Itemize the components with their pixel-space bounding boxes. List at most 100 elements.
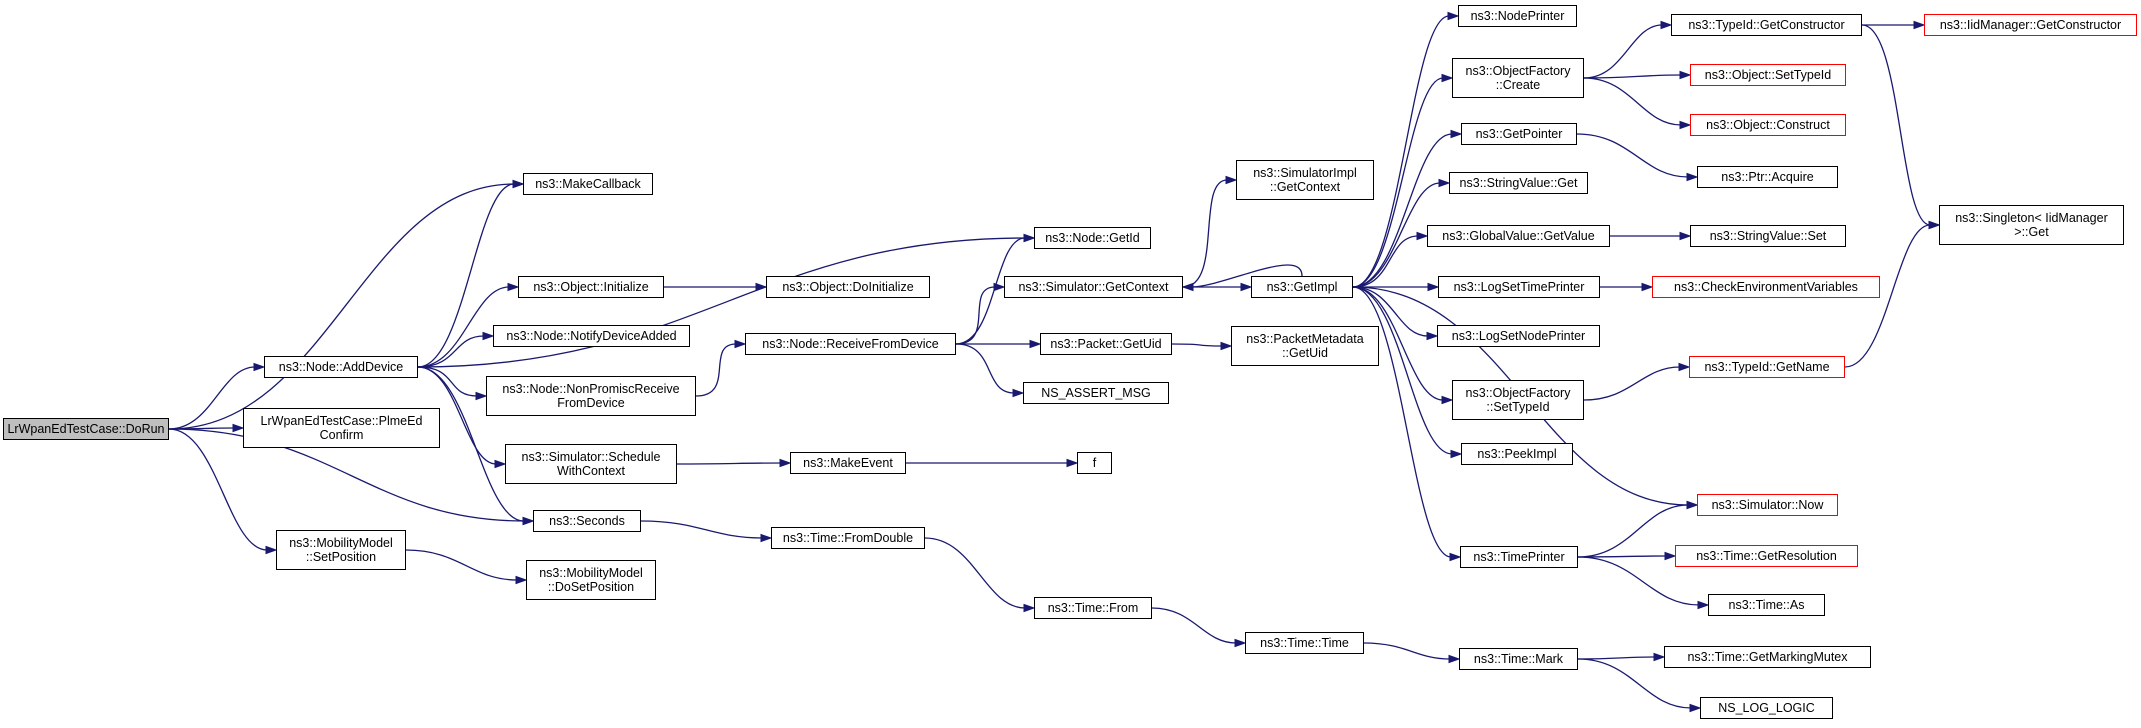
node-singletonget[interactable]: ns3::Singleton< IidManager >::Get [1939,205,2124,245]
node-nodeprinter[interactable]: ns3::NodePrinter [1458,5,1577,27]
edge-arrowhead-seconds-to-fromdouble [760,533,773,543]
edge-arrowhead-nonpromisc-to-receivefromdevice [734,339,747,349]
node-globalvaluegetvalue[interactable]: ns3::GlobalValue::GetValue [1427,225,1610,247]
node-fromdouble[interactable]: ns3::Time::FromDouble [771,527,925,549]
edge-adddevice-to-notifydeviceadded [417,335,485,368]
node-makeevent[interactable]: ns3::MakeEvent [790,452,906,474]
node-timegetresolution[interactable]: ns3::Time::GetResolution [1675,545,1858,567]
edge-dorun-to-adddevice [168,366,256,430]
edge-seconds-to-fromdouble [640,520,763,539]
edge-arrowhead-timefrom-to-timetime [1234,638,1247,648]
edge-arrowhead-globalvaluegetvalue-to-stringvalueset [1679,231,1692,241]
node-timeprinter[interactable]: ns3::TimePrinter [1460,546,1578,568]
edge-getimpl-to-globalvaluegetvalue [1352,235,1419,288]
edge-arrowhead-adddevice-to-seconds [522,516,535,526]
node-timetime[interactable]: ns3::Time::Time [1245,632,1364,654]
edge-arrowhead-getimpl-to-globalvaluegetvalue [1416,231,1429,241]
node-getpointer[interactable]: ns3::GetPointer [1461,123,1577,145]
node-receivefromdevice[interactable]: ns3::Node::ReceiveFromDevice [745,333,956,355]
edge-arrowhead-getimpl-to-logsetnodeprinter [1426,331,1439,341]
edge-getpointer-to-ptracquire [1576,133,1689,178]
edge-arrowhead-packetgetuid-to-pktmetagetuid [1220,341,1233,351]
edge-arrowhead-schedulewithcontext-to-makeevent [779,458,792,468]
node-setposition[interactable]: ns3::MobilityModel ::SetPosition [276,530,406,570]
node-seconds[interactable]: ns3::Seconds [533,510,641,532]
edge-arrowhead-getcontext-to-simimplgetcontext [1225,175,1238,185]
node-adddevice[interactable]: ns3::Node::AddDevice [264,356,418,378]
node-objinitialize[interactable]: ns3::Object::Initialize [518,276,664,298]
node-simnow[interactable]: ns3::Simulator::Now [1697,494,1838,516]
node-iidmanagergetconstructor[interactable]: ns3::IidManager::GetConstructor [1924,14,2137,36]
node-nsassertmsg[interactable]: NS_ASSERT_MSG [1023,382,1169,404]
edge-timemark-to-timegetmarkingmutex [1577,656,1656,660]
node-simimplgetcontext[interactable]: ns3::SimulatorImpl ::GetContext [1236,160,1374,200]
node-peekimpl[interactable]: ns3::PeekImpl [1461,443,1573,465]
edge-arrowhead-getimpl-to-getcontext [1181,282,1194,292]
edge-arrowhead-objinitialize-to-doinitialize [755,282,768,292]
edge-ofcreate-to-typeidgetconstructor [1583,24,1663,79]
node-plmeedconfirm[interactable]: LrWpanEdTestCase::PlmeEd Confirm [243,408,440,448]
edge-arrowhead-logsettimeprinter-to-checkenv [1641,282,1654,292]
edge-arrowhead-ofcreate-to-objconstruct [1679,120,1692,130]
node-f[interactable]: f [1077,452,1112,474]
node-timefrom[interactable]: ns3::Time::From [1034,597,1152,619]
node-ofsettypeid[interactable]: ns3::ObjectFactory ::SetTypeId [1452,380,1584,420]
node-logsetnodeprinter[interactable]: ns3::LogSetNodePrinter [1437,325,1600,347]
edge-dorun-to-makecallback [168,183,515,430]
node-typeidgetname[interactable]: ns3::TypeId::GetName [1689,356,1845,378]
edge-dorun-to-seconds [168,428,525,522]
node-dosetposition[interactable]: ns3::MobilityModel ::DoSetPosition [526,560,656,600]
edge-ofcreate-to-objconstruct [1583,77,1682,126]
edge-fromdouble-to-timefrom [924,537,1026,609]
edge-arrowhead-getcontext-to-getimpl [1240,282,1253,292]
edge-adddevice-to-makecallback [417,183,515,368]
node-schedulewithcontext[interactable]: ns3::Simulator::Schedule WithContext [505,444,677,484]
node-nsloglogic[interactable]: NS_LOG_LOGIC [1700,697,1833,719]
node-doinitialize[interactable]: ns3::Object::DoInitialize [766,276,930,298]
node-typeidgetconstructor[interactable]: ns3::TypeId::GetConstructor [1671,14,1862,36]
edge-typeidgetconstructor-to-singletonget [1861,24,1931,226]
node-getid[interactable]: ns3::Node::GetId [1034,227,1151,249]
node-timeas[interactable]: ns3::Time::As [1708,594,1825,616]
edge-arrowhead-adddevice-to-notifydeviceadded [482,331,495,341]
edge-adddevice-to-seconds [417,366,525,522]
node-nonpromisc[interactable]: ns3::Node::NonPromiscReceive FromDevice [486,376,696,416]
edge-timeprinter-to-timegetresolution [1577,555,1667,558]
edge-arrowhead-getimpl-to-getpointer [1450,129,1463,139]
node-stringvalueget[interactable]: ns3::StringValue::Get [1449,172,1588,194]
node-logsettimeprinter[interactable]: ns3::LogSetTimePrinter [1438,276,1600,298]
edge-arrowhead-ofcreate-to-typeidgetconstructor [1660,20,1673,30]
edge-dorun-to-setposition [168,428,268,551]
edge-arrowhead-getimpl-to-ofcreate [1441,73,1454,83]
node-makecallback[interactable]: ns3::MakeCallback [523,173,653,195]
edge-getimpl-to-stringvalueget [1352,182,1441,288]
edge-arrowhead-adddevice-to-makecallback [512,179,525,189]
node-timemark[interactable]: ns3::Time::Mark [1459,648,1578,670]
edge-adddevice-to-getid [417,237,1026,368]
node-getimpl[interactable]: ns3::GetImpl [1251,276,1353,298]
node-objsettypeid[interactable]: ns3::Object::SetTypeId [1690,64,1846,86]
edge-timemark-to-nsloglogic [1577,658,1692,709]
node-pktmetagetuid[interactable]: ns3::PacketMetadata ::GetUid [1231,326,1379,366]
node-ptracquire[interactable]: ns3::Ptr::Acquire [1697,166,1838,188]
edge-ofsettypeid-to-typeidgetname [1583,366,1681,401]
node-checkenv[interactable]: ns3::CheckEnvironmentVariables [1652,276,1880,298]
node-packetgetuid[interactable]: ns3::Packet::GetUid [1040,333,1172,355]
node-objconstruct[interactable]: ns3::Object::Construct [1690,114,1846,136]
edge-arrowhead-getimpl-to-stringvalueget [1438,178,1451,188]
node-timegetmarkingmutex[interactable]: ns3::Time::GetMarkingMutex [1664,646,1871,668]
node-notifydeviceadded[interactable]: ns3::Node::NotifyDeviceAdded [493,325,690,347]
edge-nonpromisc-to-receivefromdevice [695,343,737,397]
edge-timeprinter-to-timeas [1577,556,1700,606]
node-getcontext[interactable]: ns3::Simulator::GetContext [1004,276,1183,298]
node-ofcreate[interactable]: ns3::ObjectFactory ::Create [1452,58,1584,98]
edge-arrowhead-ofcreate-to-objsettypeid [1679,70,1692,80]
edge-arrowhead-timetime-to-timemark [1448,654,1461,664]
edge-arrowhead-getimpl-to-peekimpl [1450,449,1463,459]
edge-getcontext-to-simimplgetcontext [1182,179,1228,288]
node-stringvalueset[interactable]: ns3::StringValue::Set [1690,225,1846,247]
edge-arrowhead-fromdouble-to-timefrom [1023,603,1036,613]
edge-getimpl-to-peekimpl [1352,286,1453,455]
